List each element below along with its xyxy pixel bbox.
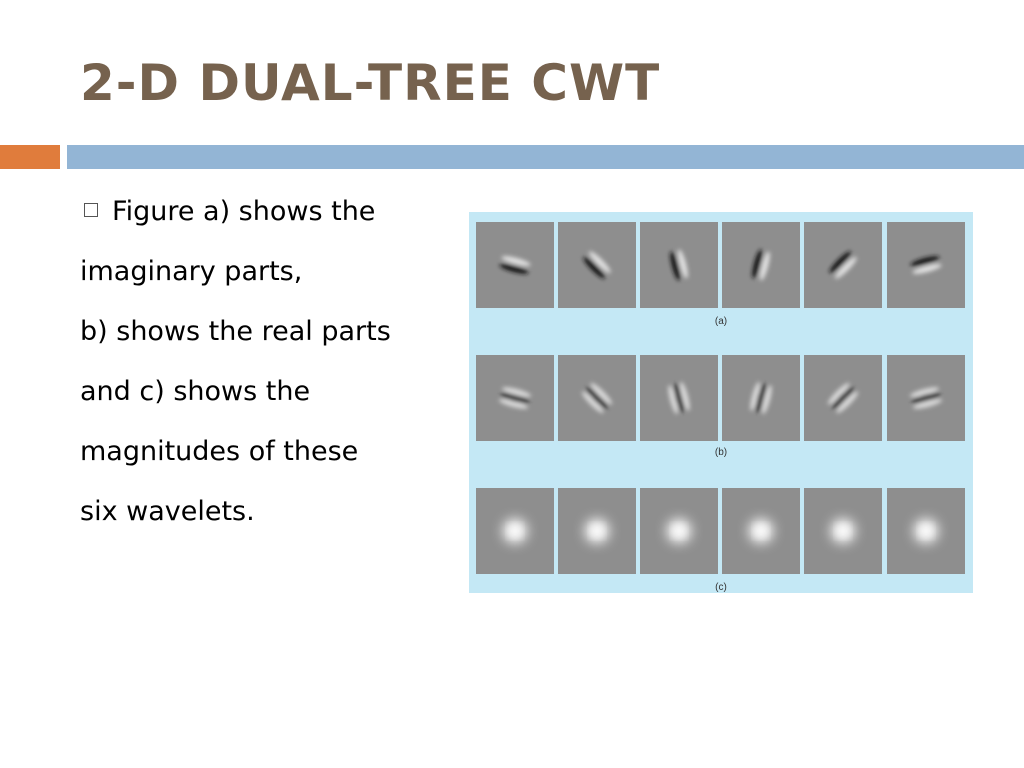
magnitude-wavelet-tile [887, 488, 965, 574]
real-wavelet-graphic [581, 382, 613, 414]
imaginary-wavelet-tile [476, 222, 554, 308]
body-text: Figure a) shows the imaginary parts, b) … [80, 182, 465, 542]
magnitude-wavelet-graphic [503, 519, 527, 543]
imaginary-wavelet-tile [722, 222, 800, 308]
body-line-1-text: Figure a) shows the [112, 196, 376, 227]
imaginary-wavelet-graphic [752, 249, 770, 281]
imaginary-wavelet-tile [640, 222, 718, 308]
imaginary-wavelet-graphic [583, 251, 611, 279]
caption-b: (b) [714, 447, 728, 458]
wavelet-row-real [476, 355, 966, 441]
magnitude-wavelet-graphic [914, 519, 938, 543]
imaginary-wavelet-graphic [670, 249, 688, 281]
real-wavelet-graphic [827, 382, 859, 414]
imaginary-wavelet-graphic [910, 256, 942, 274]
body-line-1: Figure a) shows the [80, 182, 465, 242]
body-line-6: six wavelets. [80, 496, 255, 527]
real-wavelet-tile [722, 355, 800, 441]
body-line-3: b) shows the real parts [80, 316, 391, 347]
magnitude-wavelet-graphic [749, 519, 773, 543]
real-wavelet-tile [804, 355, 882, 441]
real-wavelet-graphic [498, 387, 532, 409]
header-bar [67, 145, 1024, 169]
magnitude-wavelet-tile [558, 488, 636, 574]
magnitude-wavelet-graphic [585, 519, 609, 543]
real-wavelet-graphic [750, 381, 772, 415]
wavelet-figure: (a) (b) (c) [469, 212, 973, 593]
magnitude-wavelet-tile [804, 488, 882, 574]
real-wavelet-tile [640, 355, 718, 441]
real-wavelet-tile [476, 355, 554, 441]
wavelet-row-imaginary [476, 222, 966, 308]
wavelet-row-magnitude [476, 488, 966, 574]
magnitude-wavelet-graphic [831, 519, 855, 543]
magnitude-wavelet-tile [722, 488, 800, 574]
imaginary-wavelet-graphic [499, 256, 531, 274]
magnitude-wavelet-tile [476, 488, 554, 574]
real-wavelet-tile [558, 355, 636, 441]
imaginary-wavelet-tile [804, 222, 882, 308]
body-line-2: imaginary parts, [80, 256, 303, 287]
real-wavelet-graphic [909, 387, 943, 409]
caption-c: (c) [715, 582, 727, 593]
square-bullet-icon [84, 203, 98, 217]
slide-title: 2-D DUAL-TREE CWT [80, 54, 661, 112]
imaginary-wavelet-graphic [829, 251, 857, 279]
magnitude-wavelet-graphic [667, 519, 691, 543]
real-wavelet-tile [887, 355, 965, 441]
magnitude-wavelet-tile [640, 488, 718, 574]
body-line-5: magnitudes of these [80, 436, 359, 467]
body-line-4: and c) shows the [80, 376, 311, 407]
real-wavelet-graphic [668, 381, 690, 415]
imaginary-wavelet-tile [887, 222, 965, 308]
caption-a: (a) [714, 316, 728, 327]
accent-bar [0, 145, 60, 169]
imaginary-wavelet-tile [558, 222, 636, 308]
